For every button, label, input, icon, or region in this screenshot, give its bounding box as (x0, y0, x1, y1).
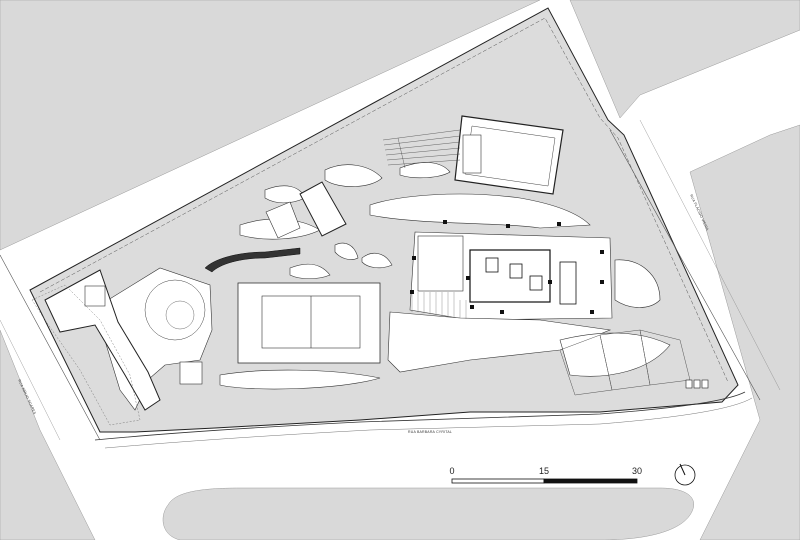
curved-wall (204, 247, 301, 273)
left-building-core-2 (179, 361, 203, 385)
left-walkway (31, 284, 141, 426)
fountain-inner (165, 300, 195, 330)
left-street-edge-2 (0, 319, 61, 441)
pavilion-service (462, 134, 482, 174)
block-bottom-left (0, 329, 96, 540)
small-pavilion-2 (265, 201, 301, 239)
structural-columns (410, 220, 604, 314)
right-street-edge-2 (639, 119, 781, 391)
left-building-core (84, 285, 106, 307)
block-right (689, 124, 800, 540)
elevator-2 (509, 263, 523, 279)
main-street-label: RUA BARBARA CYRITAL (408, 430, 452, 434)
right-street-edge (609, 129, 761, 401)
sports-court (237, 282, 381, 364)
block-top-right (569, 0, 800, 119)
ramp-hatching (411, 292, 467, 319)
north-arrow-icon (674, 463, 696, 486)
scale-bar-white-segment (451, 478, 545, 484)
small-pavilion-outer (299, 181, 347, 237)
road-edge-line (104, 397, 753, 449)
swoosh-lower (219, 369, 381, 390)
scale-tick-0: 0 (449, 466, 454, 476)
small-pavilion (265, 181, 347, 239)
elevator-3 (529, 275, 543, 291)
swoosh-upper-3 (369, 193, 591, 229)
scale-tick-30: 30 (632, 466, 642, 476)
left-street-edge (0, 254, 101, 441)
swoosh-right (614, 259, 661, 308)
left-building-outer (44, 269, 161, 411)
stairs-top (382, 129, 461, 169)
stair-tower (559, 261, 577, 305)
inner-boundary (39, 17, 729, 383)
block-bottom-island (162, 487, 694, 540)
scale-tick-15: 15 (539, 466, 549, 476)
pavilion-building (454, 115, 564, 195)
scale-bar-black-segment (543, 478, 638, 484)
tower-core (417, 235, 577, 305)
curb-line (94, 391, 746, 441)
tower-room-left (417, 235, 464, 292)
swoosh-mid-3 (334, 242, 359, 260)
fountain-circle (144, 279, 206, 341)
left-building (44, 269, 203, 411)
block-top-left (0, 0, 541, 251)
swoosh-small (361, 252, 393, 269)
elevator-1 (485, 257, 499, 273)
swoosh-mid-2 (289, 263, 331, 280)
scale-bar: 0 15 30 (449, 466, 642, 484)
swoosh-upper-1 (324, 164, 383, 187)
parking-blocks (685, 379, 709, 389)
